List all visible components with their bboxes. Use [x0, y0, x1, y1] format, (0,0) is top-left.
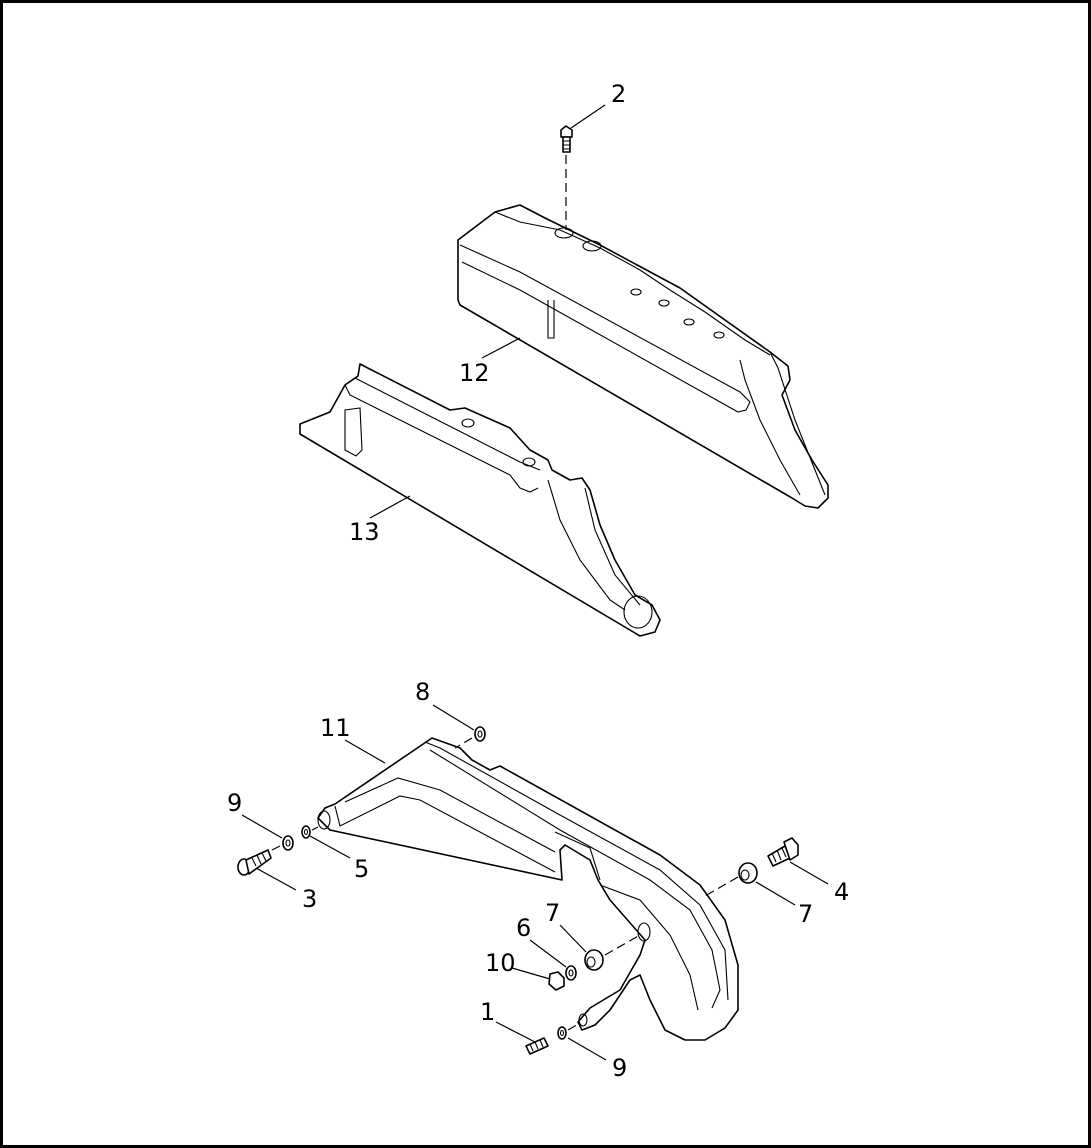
- part-5-washer: [301, 825, 311, 839]
- callout-6: 6: [516, 914, 532, 942]
- dash-line-bolt-3: [267, 845, 281, 853]
- part-13-inner-belt-guard: [299, 363, 661, 637]
- part-2-screw: [560, 125, 573, 153]
- dash-line-washer-8: [454, 737, 473, 749]
- dash-line-spacer-7-right: [704, 876, 739, 897]
- dash-line-spacer-7-left: [604, 934, 641, 956]
- part-4-bolt: [767, 837, 799, 867]
- callout-12: 12: [459, 359, 490, 387]
- callout-10: 10: [485, 949, 516, 977]
- part-7-spacer-right: [738, 862, 758, 884]
- callout-13: 13: [349, 518, 380, 546]
- callout-1: 1: [480, 998, 496, 1026]
- part-7-spacer-left: [584, 949, 604, 971]
- part-9-washer-upper: [282, 835, 294, 851]
- leader-lines: [241, 104, 829, 1061]
- callout-7-right: 7: [798, 900, 814, 928]
- callout-9-lower: 9: [612, 1054, 628, 1082]
- part-6-washer: [565, 965, 577, 981]
- part-9-washer-lower: [557, 1026, 567, 1040]
- callout-3: 3: [302, 885, 318, 913]
- callout-2: 2: [611, 80, 627, 108]
- dash-line-screw-1: [567, 1022, 581, 1031]
- callout-4: 4: [834, 878, 850, 906]
- callout-8: 8: [415, 678, 431, 706]
- part-1-screw: [525, 1037, 549, 1055]
- part-10-nut: [548, 971, 565, 991]
- part-3-bolt: [237, 849, 272, 876]
- part-12-upper-belt-guard: [457, 204, 829, 509]
- callout-5: 5: [354, 855, 370, 883]
- callout-11: 11: [320, 714, 351, 742]
- callout-7-left: 7: [545, 899, 561, 927]
- part-11-lower-guard: [317, 737, 739, 1041]
- callout-9-upper: 9: [227, 789, 243, 817]
- dash-line-washer-5: [311, 826, 319, 831]
- part-8-washer: [474, 726, 486, 742]
